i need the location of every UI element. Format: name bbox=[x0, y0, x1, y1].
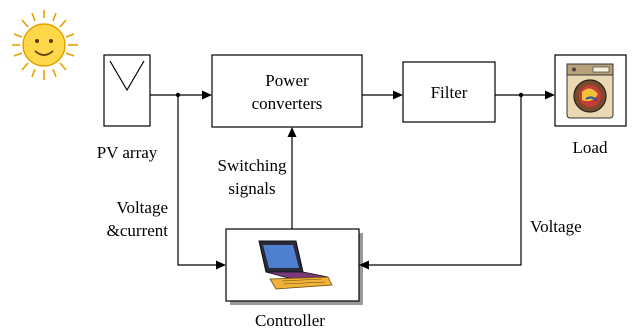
voltage-current-label-line1: Voltage bbox=[116, 198, 168, 217]
sun-icon bbox=[12, 10, 78, 80]
load-label: Load bbox=[573, 138, 608, 157]
pv-array-block bbox=[103, 54, 151, 127]
filter-block: Filter bbox=[402, 61, 496, 123]
load-block bbox=[554, 54, 627, 127]
switching-signals-wire bbox=[287, 127, 297, 229]
filter-label: Filter bbox=[431, 83, 468, 102]
voltage-label: Voltage bbox=[530, 217, 582, 236]
pv-panel-icon bbox=[109, 60, 145, 92]
voltage-current-feedback-wire bbox=[177, 95, 226, 270]
filter-box bbox=[402, 61, 496, 123]
converter-to-filter-wire bbox=[362, 90, 403, 100]
switching-signals-label-line1: Switching bbox=[218, 156, 287, 175]
washing-machine-icon bbox=[566, 63, 614, 119]
pv-to-converter-wire bbox=[150, 90, 212, 100]
voltage-feedback-wire bbox=[359, 95, 522, 270]
controller-label: Controller bbox=[255, 311, 325, 330]
filter-to-load-wire bbox=[495, 90, 555, 100]
switching-signals-label-line2: signals bbox=[228, 179, 275, 198]
power-converters-box bbox=[211, 54, 363, 128]
power-converters-label-line2: converters bbox=[252, 94, 323, 113]
voltage-current-label-line2: &current bbox=[107, 221, 169, 240]
power-converters-label-line1: Power bbox=[265, 71, 309, 90]
power-converters-block: Power converters bbox=[211, 54, 363, 128]
pv-array-label: PV array bbox=[97, 143, 158, 162]
controller-block bbox=[225, 228, 363, 305]
laptop-computer-icon bbox=[258, 240, 333, 290]
